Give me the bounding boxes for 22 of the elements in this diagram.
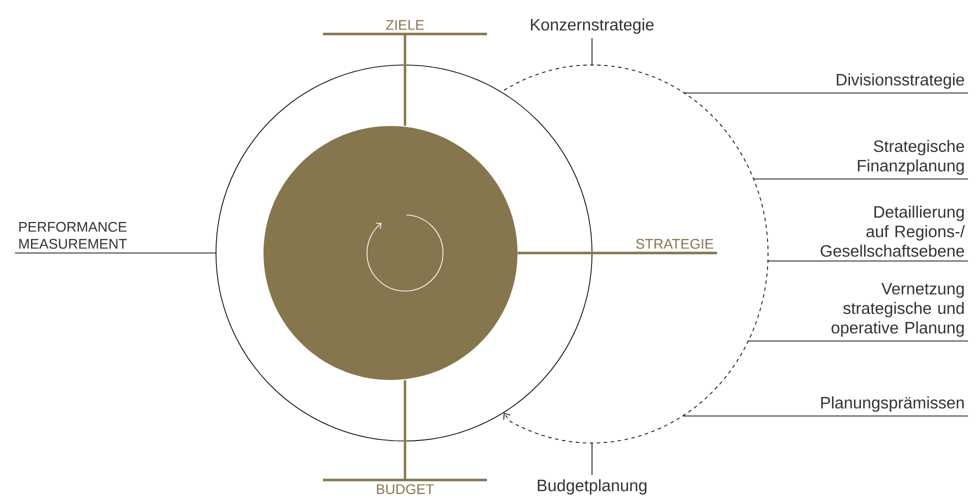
leader-line <box>768 260 968 262</box>
leader-line <box>748 340 968 342</box>
heading-label: PERFORMANCE MEASUREMENT <box>19 222 127 249</box>
filled-disk <box>264 126 518 380</box>
callout-label: Strategische Finanzplanung <box>858 140 964 175</box>
callout-label: Konzernstrategie <box>530 18 654 34</box>
leader-line <box>753 178 968 180</box>
connector-line <box>14 252 216 254</box>
callout-label: Budgetplanung <box>538 479 646 495</box>
callout-label: Detaillierung auf Regions-/ Gesellschaftsebene <box>820 206 965 257</box>
leader-line <box>684 92 968 94</box>
callout-label: Vernetzung strategische und operative Planung <box>832 283 964 337</box>
dashed-cycle-arrow <box>503 64 768 444</box>
callout-label: Planungsprämissen <box>821 396 964 412</box>
connector-line <box>404 34 406 126</box>
connector-line <box>404 380 406 480</box>
connector-line <box>518 252 717 254</box>
heading-label: BUDGET <box>323 478 487 494</box>
callout-label: Divisionsstrategie <box>836 73 964 89</box>
heading-label: STRATEGIE <box>636 238 714 249</box>
heading-label: ZIELE <box>323 20 487 36</box>
ring-circle <box>216 64 592 442</box>
